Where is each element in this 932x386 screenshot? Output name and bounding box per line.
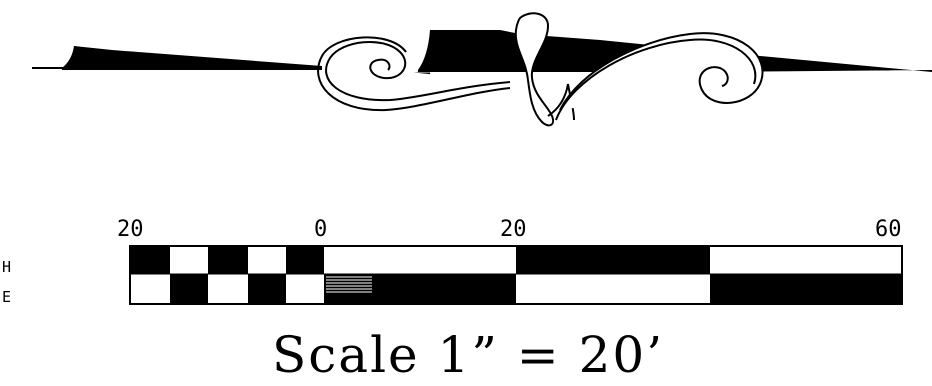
right-scroll [559,32,764,111]
side-label-top: H [2,258,11,276]
scale-bar [129,245,903,305]
checker-cell [248,274,286,304]
checker-cell [286,246,324,274]
side-label-bottom: E [2,288,11,306]
checker-cell [130,274,170,304]
scale-segment [324,246,516,274]
tick-label-20-right: 20 [500,217,527,242]
left-scroll-inner [317,36,511,112]
left-scroll [325,41,511,102]
right-scroll-outer [555,38,757,121]
tick-label-60: 60 [875,217,902,242]
tick-label-20-left: 20 [117,217,144,242]
scale-segment [516,274,710,304]
checker-cell [248,246,286,274]
scale-bar-border [129,245,903,305]
scale-segment [710,246,902,274]
center-scroll-tail [547,83,575,121]
scale-segment [516,246,710,274]
tick-label-0: 0 [314,217,327,242]
center-scroll [514,12,554,127]
checker-cell [208,246,248,274]
hatch-patch [326,276,372,293]
checker-cell [130,246,170,274]
scale-segment [710,274,902,304]
profile-wedge-left [62,46,322,70]
ornament-profile [32,12,932,127]
checker-cell [208,274,248,304]
scale-caption: Scale 1” = 20’ [272,326,664,384]
checker-cell [170,246,208,274]
checker-cell [286,274,324,304]
checker-cell [170,274,208,304]
